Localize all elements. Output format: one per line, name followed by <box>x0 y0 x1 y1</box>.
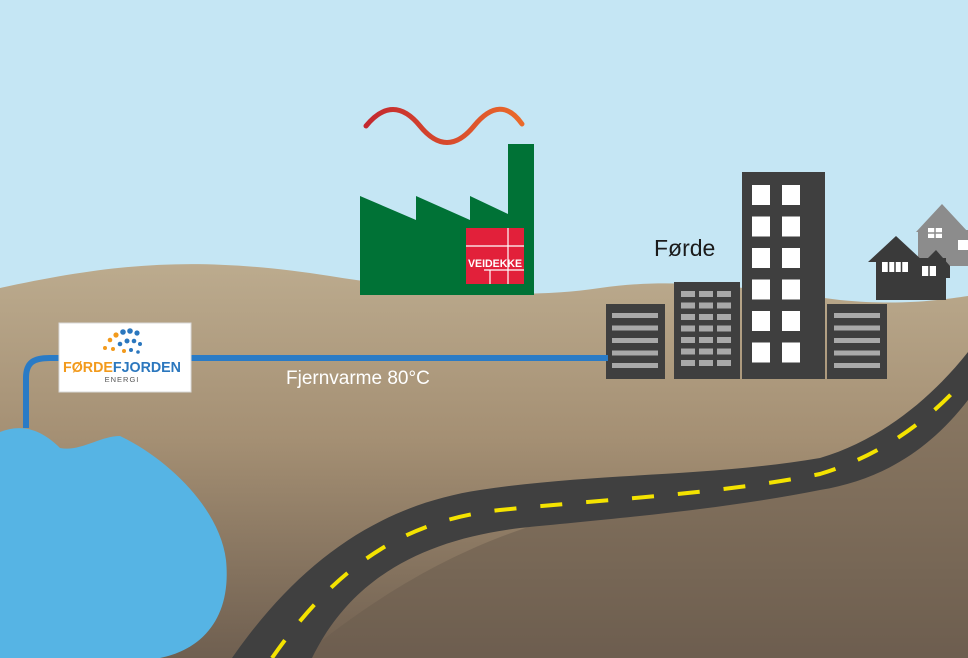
window <box>681 348 695 355</box>
logo-dots-icon <box>103 328 142 354</box>
window <box>717 337 731 343</box>
heat-wave <box>363 106 525 145</box>
fordefjorden-logo: FØRDEFJORDEN ENERGI <box>58 322 192 393</box>
window <box>752 279 770 300</box>
window <box>782 248 800 268</box>
window <box>958 240 968 250</box>
window <box>834 363 880 368</box>
window <box>699 348 713 355</box>
window <box>681 360 695 366</box>
window <box>782 279 800 300</box>
window <box>717 302 731 309</box>
window <box>681 337 695 343</box>
veidekke-wordmark: VEIDEKKE <box>468 258 522 270</box>
window <box>782 185 800 205</box>
window <box>834 313 880 318</box>
road-center-line <box>270 376 968 658</box>
window <box>612 325 658 331</box>
window <box>752 185 770 205</box>
window <box>834 325 880 331</box>
window <box>699 314 713 320</box>
window <box>699 337 713 343</box>
logo-name: FØRDEFJORDEN <box>63 359 181 376</box>
logo-name-part2: FJORDEN <box>113 359 181 376</box>
window <box>681 314 695 320</box>
window <box>612 338 658 343</box>
window <box>928 228 942 238</box>
window <box>782 216 800 237</box>
low-building-right <box>827 304 887 379</box>
window <box>752 216 770 237</box>
window <box>612 313 658 318</box>
window <box>717 348 731 355</box>
office-building <box>674 282 740 379</box>
low-building-left <box>606 304 665 379</box>
window <box>752 311 770 331</box>
window <box>922 266 936 276</box>
city-label: Førde <box>654 235 715 261</box>
logo-subtitle: ENERGI <box>105 375 140 384</box>
window <box>612 363 658 368</box>
window <box>782 342 800 363</box>
window <box>699 325 713 332</box>
road <box>232 352 968 658</box>
pipe-label: Fjernvarme 80°C <box>286 368 430 389</box>
district-heating-pipe <box>23 355 608 428</box>
window <box>681 325 695 332</box>
house-front <box>868 236 950 300</box>
window <box>834 350 880 356</box>
window <box>681 291 695 297</box>
window <box>882 262 908 272</box>
window <box>681 302 695 309</box>
ground-shadow <box>300 400 968 658</box>
window <box>699 360 713 366</box>
window <box>717 360 731 366</box>
tall-building <box>742 172 825 379</box>
window <box>752 342 770 363</box>
window <box>717 314 731 320</box>
window <box>699 302 713 309</box>
window <box>612 350 658 356</box>
window <box>834 338 880 343</box>
logo-name-part1: FØRDE <box>63 359 113 376</box>
window <box>699 291 713 297</box>
window <box>752 248 770 268</box>
window <box>717 325 731 332</box>
window <box>782 311 800 331</box>
veidekke-logo: VEIDEKKE <box>466 228 524 284</box>
lake <box>0 428 227 658</box>
window <box>717 291 731 297</box>
